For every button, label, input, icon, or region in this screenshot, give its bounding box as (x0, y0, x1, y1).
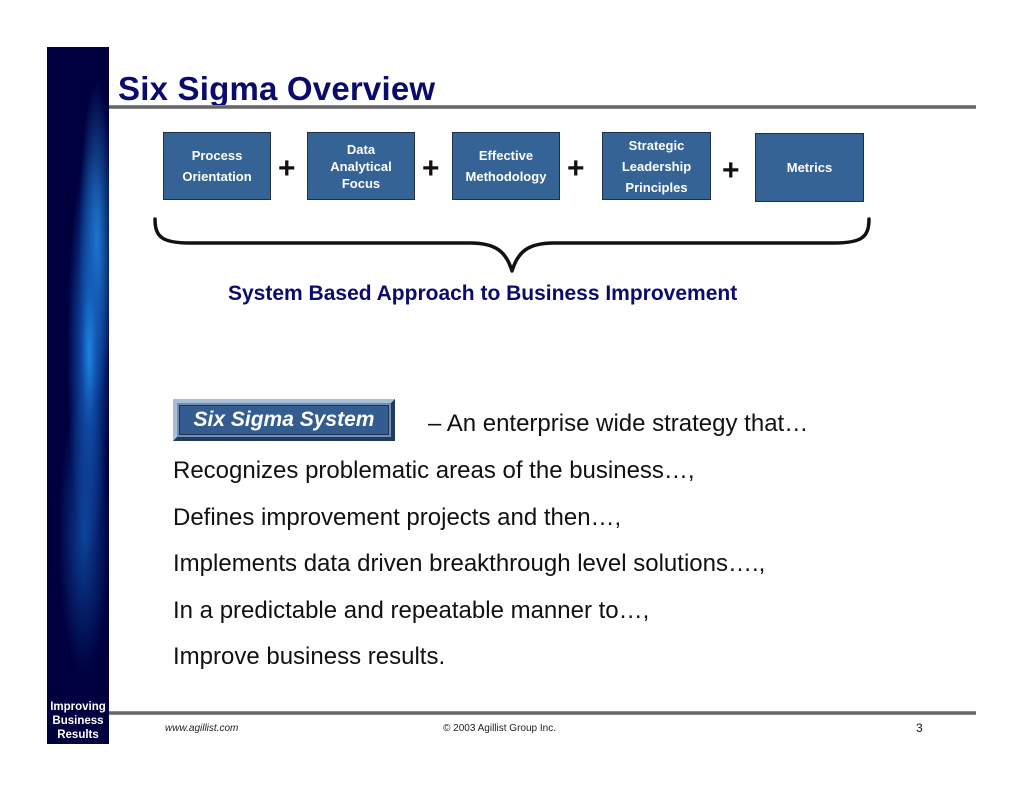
strategy-point: Implements data driven breakthrough leve… (173, 550, 766, 577)
plus-operator: + (722, 154, 740, 187)
pillar-label: Methodology (465, 169, 547, 184)
pillar-label: Orientation (182, 169, 252, 184)
sidebar-banner: Improving Business Results (47, 47, 109, 744)
strategy-point: Recognizes problematic areas of the busi… (173, 457, 695, 484)
plus-operator: + (422, 152, 440, 185)
pillar-label: Analytical (330, 158, 392, 174)
strategy-point: In a predictable and repeatable manner t… (173, 596, 650, 624)
system-description: – An enterprise wide strategy that… (428, 410, 809, 437)
pillar-label: Strategic (628, 137, 685, 153)
footer-copyright: © 2003 Agillist Group Inc. (443, 723, 556, 734)
tagline-line: Results (57, 729, 99, 741)
pillar-label: Process (191, 148, 243, 163)
tagline-line: Business (52, 715, 104, 727)
plus-operator: + (567, 152, 585, 185)
pillar-metrics: Metrics (755, 133, 864, 202)
pillar-label: Principles (625, 179, 688, 195)
plus-operator: + (278, 152, 296, 185)
curly-brace-icon (153, 217, 871, 273)
pillar-label: Effective (478, 148, 534, 163)
pillar-effective-methodology: Effective Methodology (452, 132, 560, 200)
footer-url: www.agillist.com (165, 723, 239, 734)
strategy-points: Recognizes problematic areas of the busi… (173, 456, 765, 689)
slide-title: Six Sigma Overview (118, 70, 436, 107)
six-sigma-system-badge: Six Sigma System (173, 399, 395, 441)
pillar-process-orientation: Process Orientation (163, 132, 271, 200)
pillar-label: Leadership (621, 158, 692, 174)
footer-divider (109, 711, 976, 715)
tagline-line: Improving (50, 701, 106, 713)
pillar-label: Data (346, 141, 376, 157)
pillar-label: Metrics (786, 160, 833, 175)
sidebar-tagline: Improving Business Results (47, 700, 109, 742)
strategy-point: Defines improvement projects and then…, (173, 503, 622, 531)
pillar-data-analytical-focus: Data Analytical Focus (307, 132, 415, 200)
page-number: 3 (916, 721, 923, 735)
six-sigma-system-label: Six Sigma System (179, 405, 389, 435)
pillar-strategic-leadership-principles: Strategic Leadership Principles (602, 132, 711, 200)
pillar-label: Focus (341, 175, 381, 191)
approach-caption: System Based Approach to Business Improv… (228, 282, 738, 305)
title-divider (109, 105, 976, 109)
strategy-point: Improve business results. (173, 643, 446, 670)
